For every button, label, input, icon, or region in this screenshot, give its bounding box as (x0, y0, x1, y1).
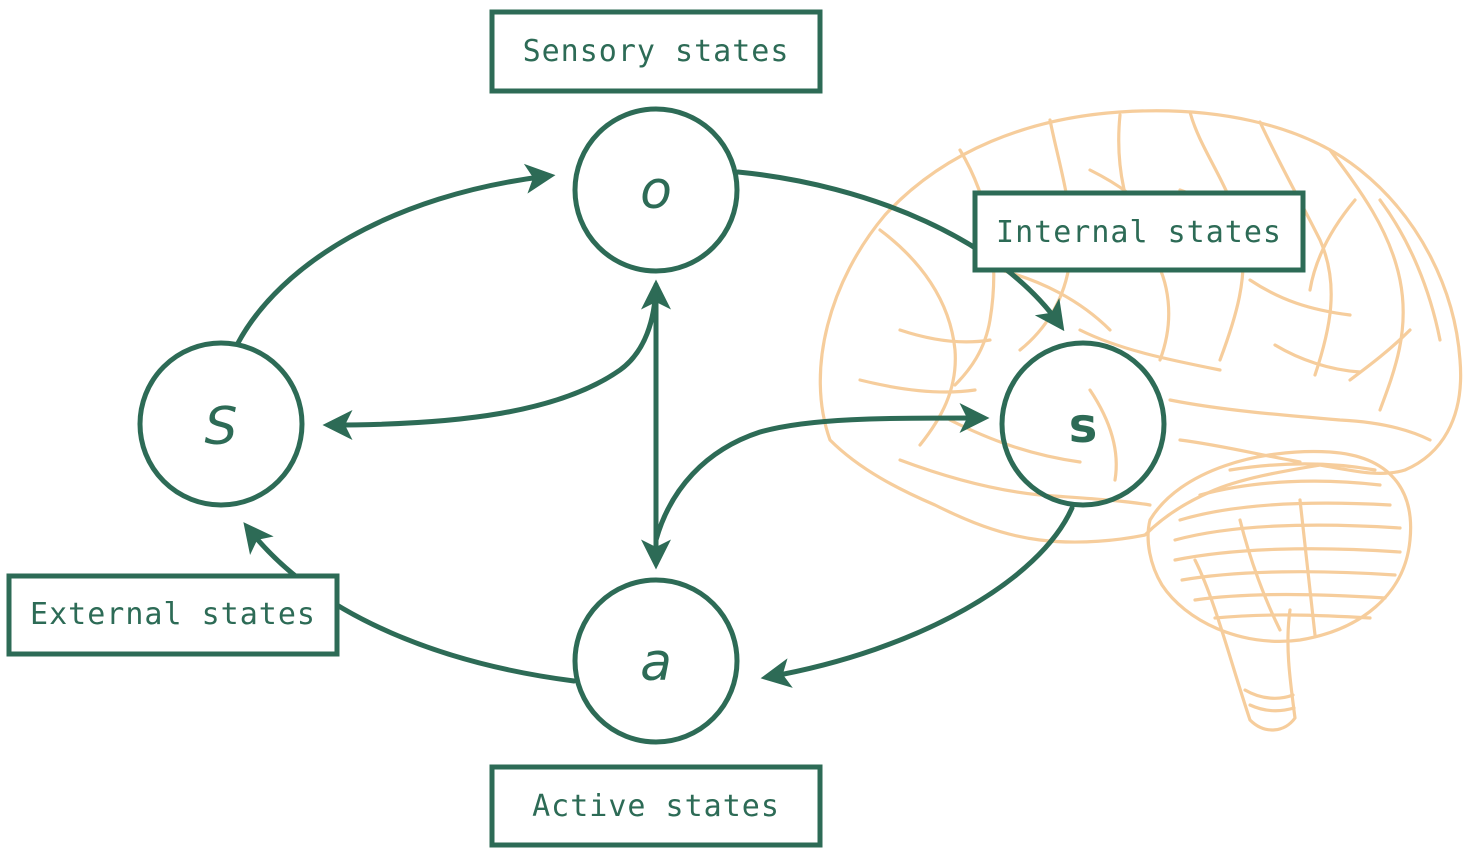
label-sensory-states: Sensory states (489, 9, 823, 94)
node-internal-circle (999, 340, 1167, 508)
node-sensory-symbol: o (640, 161, 672, 221)
label-sensory-text: Sensory states (523, 34, 790, 69)
node-active-circle (572, 577, 740, 745)
label-sensory-box (489, 9, 823, 94)
node-external-symbol: S (204, 397, 237, 457)
edge-external-to-sensory (235, 163, 556, 346)
edge-sensory-to-internal (735, 169, 1065, 332)
edges (235, 163, 1075, 688)
edge-active-to-external (243, 522, 577, 684)
label-active-text: Active states (532, 789, 780, 824)
node-active-a: a (572, 577, 740, 745)
node-internal-symbol: s (1069, 398, 1098, 454)
label-internal-states: Internal states (972, 190, 1306, 273)
edge-internal-to-active (760, 505, 1075, 688)
node-internal-s: s (999, 340, 1167, 508)
label-internal-box (972, 190, 1306, 273)
node-sensory-o: o (572, 106, 740, 274)
edge-active-internal-bidirectional (653, 403, 990, 543)
label-external-states: External states (6, 573, 340, 657)
node-external-circle (137, 340, 305, 508)
node-active-symbol: a (640, 633, 672, 693)
label-external-text: External states (30, 597, 316, 632)
label-active-box (489, 764, 823, 848)
label-external-box (6, 573, 340, 657)
label-internal-text: Internal states (996, 215, 1282, 250)
edge-external-sensory-bidirectional (322, 282, 659, 440)
label-active-states: Active states (489, 764, 823, 848)
node-external-S: S (137, 340, 305, 508)
node-sensory-circle (572, 106, 740, 274)
